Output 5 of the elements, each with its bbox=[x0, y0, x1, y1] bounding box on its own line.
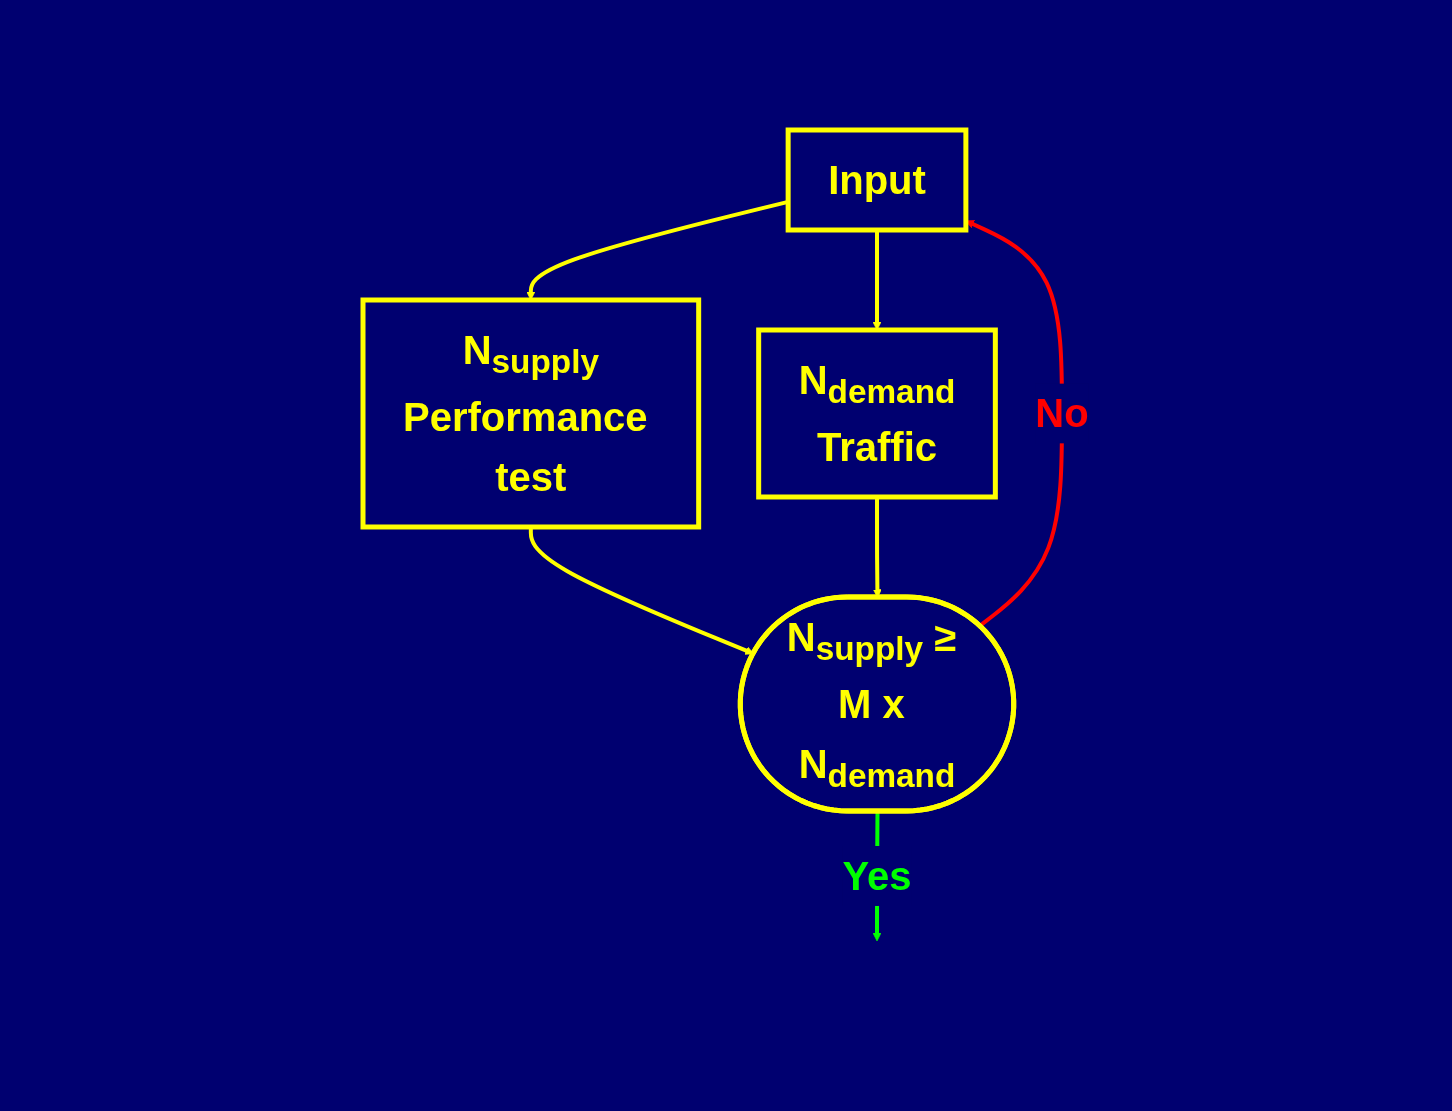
node-box: N$_{supply}$ Performance test bbox=[360, 297, 702, 530]
node-box: N$_{demand}$ Traffic bbox=[756, 327, 998, 500]
edge-label: No bbox=[1035, 391, 1089, 436]
edge-label: Yes bbox=[842, 853, 912, 898]
node-box: Input bbox=[785, 127, 969, 233]
